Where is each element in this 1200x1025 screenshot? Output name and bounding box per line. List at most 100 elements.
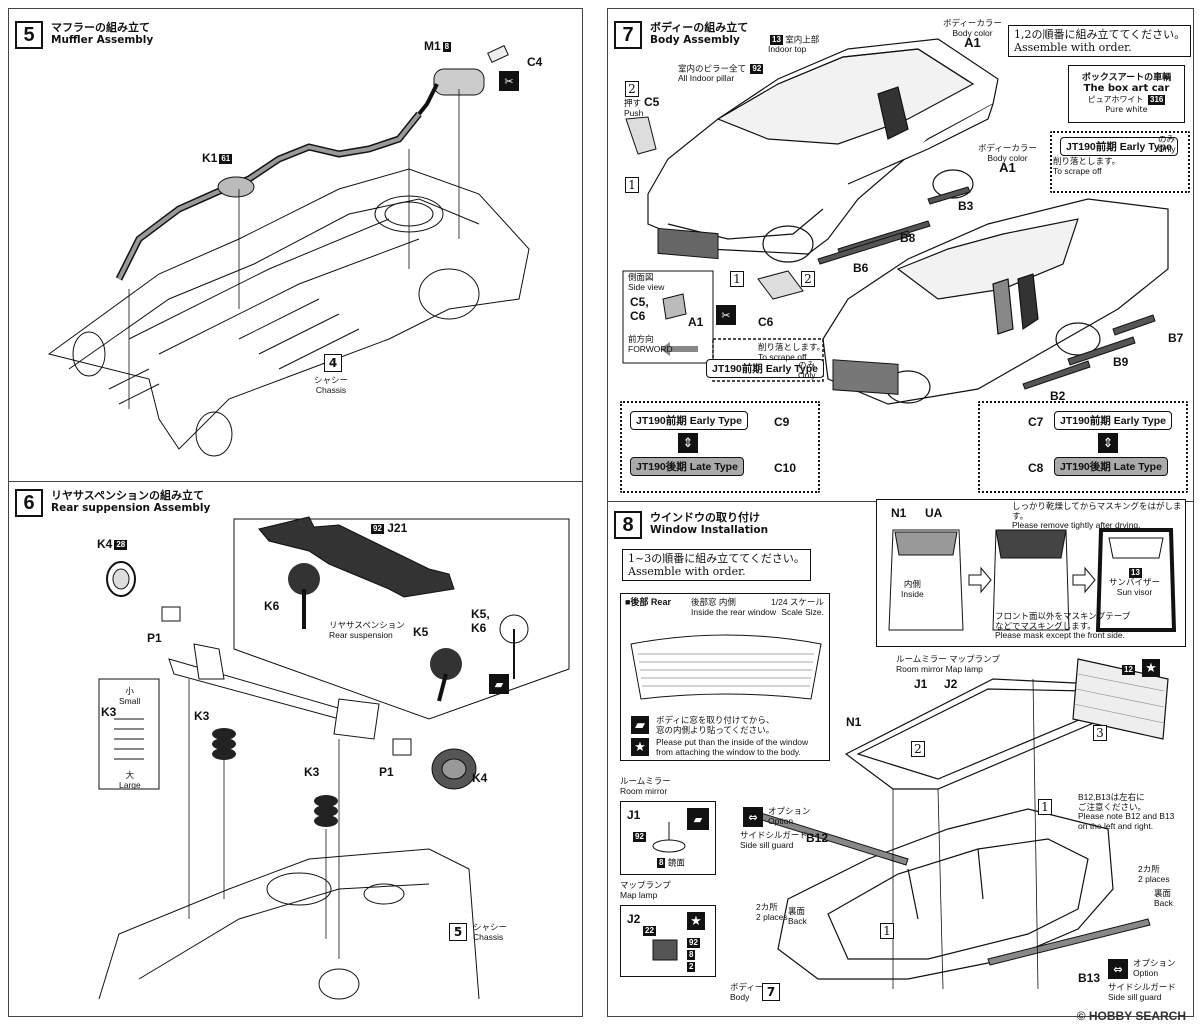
body-reference: 7 xyxy=(762,983,780,1001)
part-j1: J1 xyxy=(914,677,928,691)
part-j21: 92 J21 xyxy=(371,521,408,535)
early-tag-right: JT190前期 Early Type xyxy=(1054,411,1173,430)
part-p1-left: P1 xyxy=(147,631,162,645)
swap-arrows-icon: ⇕ xyxy=(678,433,698,453)
put-window-en: Please put than the inside of the window… xyxy=(656,737,809,757)
part-b7: B7 xyxy=(1168,331,1184,345)
assembly-order-note-8: 1~3の順番に組み立ててください。Assemble with order. xyxy=(622,549,811,581)
order-1-upper: 1 xyxy=(625,177,639,193)
left-page: 5 マフラーの組み立て Muffler Assembly xyxy=(8,8,583,1017)
part-c4: C4 xyxy=(527,55,543,69)
step-title: ウインドウの取り付け Window Installation xyxy=(650,511,769,536)
rear-suspension-drawing xyxy=(98,516,570,1000)
step-number: 8 xyxy=(614,511,642,539)
part-k4-right: K4 xyxy=(472,771,488,785)
body-assembly-drawing xyxy=(622,38,1169,405)
masking-sequence-panel: N1 UA しっかり乾燥してからマスキングをはがします。Please remov… xyxy=(876,499,1186,647)
map-lamp-panel: J2 ★ 22 92 8 2 xyxy=(620,905,716,977)
part-b2: B2 xyxy=(1050,389,1066,403)
part-k5-k6: K5, K6 xyxy=(471,607,490,635)
map-lamp-drawing xyxy=(652,939,678,961)
early-type-tag-2: JT190前期 Early Type xyxy=(706,359,825,378)
part-b8: B8 xyxy=(900,231,916,245)
order-1-window: 1 xyxy=(1038,799,1052,815)
part-k3-b: K3 xyxy=(304,765,320,779)
decal-12: 12 xyxy=(1122,665,1135,675)
late-tag-right: JT190後期 Late Type xyxy=(1054,457,1168,476)
swap-arrows-icon-2: ⇕ xyxy=(1098,433,1118,453)
part-b12: B12 xyxy=(806,831,829,845)
watermark: © HOBBY SEARCH xyxy=(1076,1009,1186,1023)
order-3-window: 3 xyxy=(1093,725,1107,741)
order-2-window: 2 xyxy=(911,741,925,757)
part-b3: B3 xyxy=(958,199,974,213)
step-number: 7 xyxy=(614,21,642,49)
step-7-header: 7 ボディーの組み立て Body Assembly xyxy=(614,21,748,49)
rear-window-decal xyxy=(630,634,822,700)
paint-icon: ▰ xyxy=(631,716,649,734)
part-b6: B6 xyxy=(853,261,869,275)
glue-icon: ✂ xyxy=(716,305,736,325)
part-k5: K5 xyxy=(413,625,429,639)
star-icon: ★ xyxy=(687,912,705,930)
chassis-reference-2: 5 xyxy=(449,923,467,941)
muffler-assembly-drawing xyxy=(47,45,530,457)
scrape-label: 削り落とします。To scrape off xyxy=(1053,156,1121,176)
room-mirror-panel: J1 ▰ 92 8 鏡面 xyxy=(620,801,716,875)
step-6-header: 6 リヤサスペンションの組み立て Rear suppension Assembl… xyxy=(15,489,210,517)
part-k3-a: K3 xyxy=(194,709,210,723)
part-b13: B13 xyxy=(1078,971,1101,985)
part-c7: C7 xyxy=(1028,415,1044,429)
divider xyxy=(9,481,582,482)
put-window-ja: ボディに窓を取り付けてから、 窓の内側より貼ってください。 xyxy=(656,715,775,735)
step-title: ボディーの組み立て Body Assembly xyxy=(650,21,749,46)
early-type-only-box xyxy=(1050,131,1190,193)
b12-b13-note: B12,B13は左右に ご注意ください。Please note B12 and … xyxy=(1078,792,1175,831)
window-install-drawing xyxy=(745,658,1169,990)
option-arrow-icon: ⇔ xyxy=(743,807,763,827)
part-c5: C5 xyxy=(644,95,660,109)
step-title: マフラーの組み立て Muffler Assembly xyxy=(51,21,154,46)
part-k6: K6 xyxy=(264,599,280,613)
order-1-lower: 1 xyxy=(730,271,744,287)
paint-icon: ▰ xyxy=(489,674,509,694)
paint-icon: ▰ xyxy=(687,808,709,830)
part-c6: C6 xyxy=(758,315,774,329)
right-page: 7 ボディーの組み立て Body Assembly 1,2の順番に組み立ててくだ… xyxy=(607,8,1194,1017)
mirror-drawing xyxy=(652,822,686,853)
part-b9: B9 xyxy=(1113,355,1129,369)
part-c9: C9 xyxy=(774,415,790,429)
part-c8: C8 xyxy=(1028,461,1044,475)
part-p1-right: P1 xyxy=(379,765,394,779)
part-a1: A1 xyxy=(688,315,704,329)
box-art-note: ボックスアートの車輌 The box art car ピュアホワイト 316 P… xyxy=(1068,65,1185,123)
part-c10: C10 xyxy=(774,461,797,475)
masking-steps-drawing xyxy=(888,528,1177,632)
step-number: 5 xyxy=(15,21,43,49)
star-icon: ★ xyxy=(1142,659,1160,677)
type-select-box-right xyxy=(978,401,1188,493)
